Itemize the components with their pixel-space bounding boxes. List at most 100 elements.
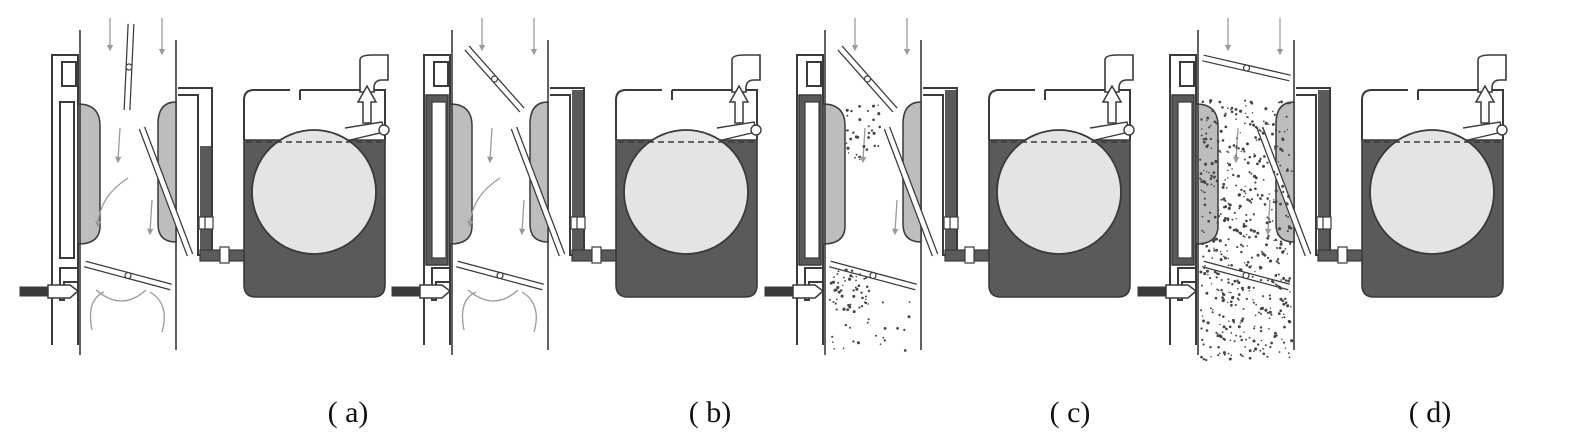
spray-particle bbox=[1270, 341, 1273, 345]
spray-particle bbox=[1227, 202, 1230, 205]
spray-particle bbox=[1242, 308, 1245, 310]
spray-particle bbox=[844, 268, 848, 272]
spray-particle bbox=[832, 280, 836, 284]
spray-particle bbox=[1253, 153, 1255, 155]
spray-particle bbox=[1239, 335, 1242, 338]
spray-particle bbox=[1202, 138, 1205, 141]
spray-particle bbox=[1260, 194, 1264, 197]
spray-particle bbox=[1228, 325, 1232, 329]
spray-particle bbox=[1254, 235, 1258, 238]
spray-particle bbox=[1270, 313, 1273, 316]
spray-particle bbox=[1287, 352, 1290, 354]
spray-particle bbox=[1250, 172, 1253, 175]
spray-particle bbox=[1207, 273, 1209, 276]
spray-particle bbox=[1276, 145, 1279, 148]
spray-particle bbox=[873, 144, 876, 148]
spray-particle bbox=[1211, 110, 1214, 113]
wall-inner-slot bbox=[59, 101, 75, 259]
spray-particle bbox=[845, 142, 848, 145]
spray-particle bbox=[1272, 110, 1274, 113]
spray-particle bbox=[846, 308, 850, 312]
nozzle-holder bbox=[804, 267, 824, 301]
caption-c: ( c) bbox=[1050, 396, 1091, 429]
spray-particle bbox=[1274, 200, 1278, 204]
spray-particle bbox=[1216, 334, 1219, 338]
roller-drum bbox=[996, 129, 1122, 255]
spray-particle bbox=[1246, 198, 1249, 201]
spray-particle bbox=[1284, 248, 1287, 250]
spray-particle bbox=[1218, 334, 1222, 338]
spray-particle bbox=[1238, 299, 1240, 301]
bottom-damper-pivot bbox=[124, 271, 132, 280]
spray-particle bbox=[1244, 99, 1247, 102]
spray-particle bbox=[852, 131, 855, 134]
spray-particle bbox=[865, 298, 867, 301]
spray-particle bbox=[1232, 144, 1236, 147]
spray-particle bbox=[1208, 126, 1211, 129]
spray-particle bbox=[1220, 253, 1223, 256]
spray-particle bbox=[844, 280, 846, 282]
spray-particle bbox=[1199, 158, 1202, 161]
spray-particle bbox=[831, 341, 834, 344]
spray-particle bbox=[1237, 281, 1241, 285]
spray-particle bbox=[1252, 174, 1257, 178]
spray-particle bbox=[1251, 275, 1254, 278]
spray-particle bbox=[1284, 279, 1288, 282]
spray-particle bbox=[842, 347, 845, 350]
spray-particle bbox=[1245, 338, 1248, 341]
airflow-arrow bbox=[518, 199, 526, 236]
spray-particle bbox=[1279, 242, 1283, 246]
spray-particle bbox=[1251, 120, 1254, 123]
spray-particle bbox=[1285, 214, 1287, 217]
spray-particle bbox=[1227, 238, 1230, 241]
spray-particle bbox=[1226, 250, 1228, 252]
spray-particle bbox=[1249, 218, 1252, 222]
wall-top-slot bbox=[1179, 61, 1195, 87]
spray-particle bbox=[1232, 321, 1235, 324]
wall-inner-slot bbox=[804, 101, 820, 259]
spray-particle bbox=[860, 291, 863, 294]
spray-particle bbox=[1239, 322, 1242, 324]
spray-particle bbox=[1241, 245, 1245, 248]
spray-particle bbox=[1199, 270, 1203, 274]
spray-particle bbox=[1250, 256, 1253, 259]
spray-particle bbox=[850, 269, 854, 273]
spray-particle bbox=[1243, 236, 1246, 238]
wall-inner-slot bbox=[431, 101, 447, 259]
spray-particle bbox=[1289, 291, 1291, 293]
spray-particle bbox=[1288, 277, 1292, 280]
nozzle-tip bbox=[792, 284, 825, 299]
spray-particle bbox=[1202, 179, 1206, 184]
spray-particle bbox=[864, 277, 867, 280]
spray-particle bbox=[1235, 217, 1237, 220]
spray-particle bbox=[856, 341, 860, 345]
spray-particle bbox=[1227, 264, 1230, 267]
spray-particle bbox=[834, 302, 837, 305]
spray-particle bbox=[1228, 145, 1232, 149]
spray-particle bbox=[1280, 279, 1283, 281]
spray-particle bbox=[1254, 125, 1258, 129]
spray-particle bbox=[1242, 222, 1246, 226]
spray-particle bbox=[1264, 344, 1267, 347]
spray-particle bbox=[1230, 108, 1232, 111]
spray-particle bbox=[1213, 215, 1217, 219]
spray-particle bbox=[1201, 229, 1204, 232]
spray-particle bbox=[1290, 170, 1293, 173]
spray-particle bbox=[1277, 312, 1281, 315]
caption-b: ( b) bbox=[689, 396, 731, 429]
spray-particle bbox=[836, 272, 839, 275]
spray-particle bbox=[833, 347, 836, 350]
airflow-arrow bbox=[859, 127, 867, 164]
spray-particle bbox=[1207, 249, 1211, 253]
spray-particle bbox=[883, 326, 887, 330]
spray-particle bbox=[1245, 112, 1247, 115]
column-valve-2 bbox=[204, 216, 214, 230]
spray-particle bbox=[852, 289, 855, 292]
column-valve-2 bbox=[949, 216, 959, 230]
spray-particle bbox=[1289, 226, 1293, 230]
spray-particle bbox=[1208, 211, 1211, 214]
spray-particle bbox=[1268, 310, 1272, 314]
spray-particle bbox=[1219, 129, 1223, 133]
spray-particle bbox=[1276, 173, 1279, 176]
spray-particle bbox=[1284, 347, 1287, 350]
